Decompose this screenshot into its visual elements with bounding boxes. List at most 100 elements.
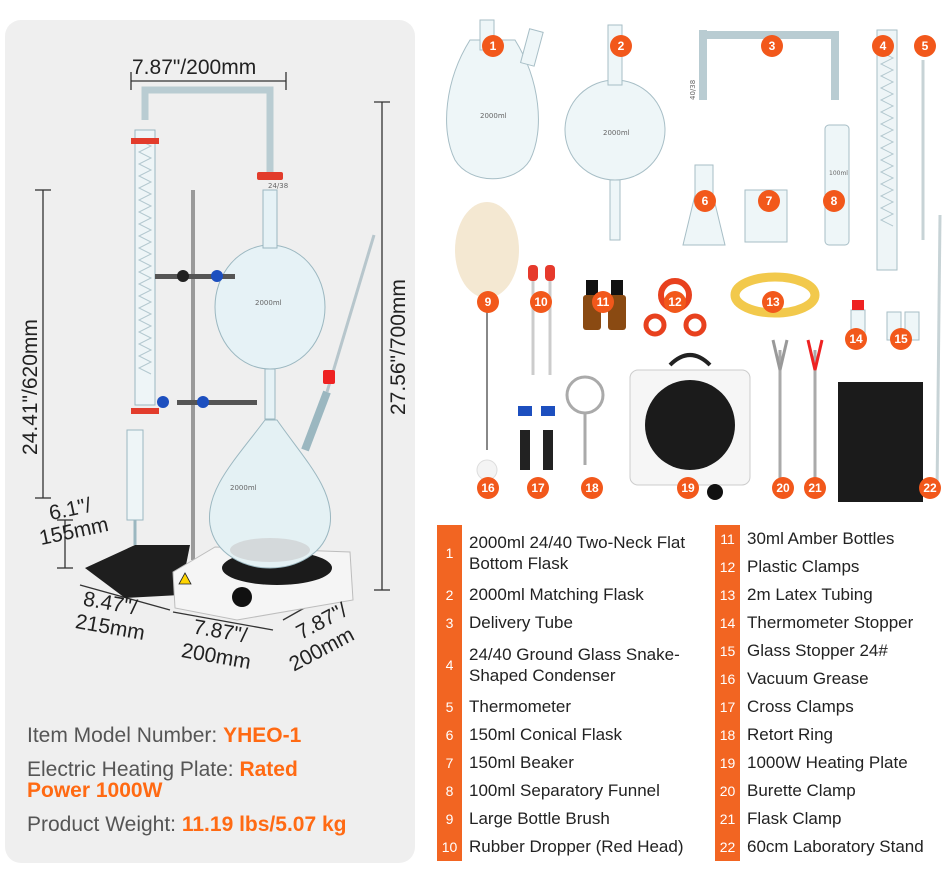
legend-number: 11 <box>715 525 740 553</box>
legend-row-2: 2 2000ml Matching Flask <box>437 581 707 609</box>
model-number-row: Item Model Number: YHEO-1 <box>27 725 415 746</box>
marker-3: 3 <box>761 35 783 57</box>
legend-text: 2000ml Matching Flask <box>469 585 644 605</box>
legend-number: 18 <box>715 721 740 749</box>
heating-plate-value-1: Rated <box>239 758 298 781</box>
legend-row-14: 14 Thermometer Stopper <box>715 609 947 637</box>
legend-text: 60cm Laboratory Stand <box>747 837 924 857</box>
legend-row-22: 22 60cm Laboratory Stand <box>715 833 947 861</box>
legend-number: 4 <box>437 637 462 693</box>
heating-plate-value-2: Power 1000W <box>27 779 163 802</box>
legend-text: 30ml Amber Bottles <box>747 529 895 549</box>
legend-text: 100ml Separatory Funnel <box>469 781 660 801</box>
legend-number: 16 <box>715 665 740 693</box>
marker-19: 19 <box>677 477 699 499</box>
legend-row-10: 10 Rubber Dropper (Red Head) <box>437 833 707 861</box>
flask-bottom-label: 2000ml <box>230 484 257 492</box>
legend-number: 7 <box>437 749 462 777</box>
legend-text: 1000W Heating Plate <box>747 753 908 773</box>
marker-12: 12 <box>664 291 686 313</box>
marker-8: 8 <box>823 190 845 212</box>
marker-17: 17 <box>527 477 549 499</box>
legend-text: 24/40 Ground Glass Snake-Shaped Condense… <box>469 644 680 685</box>
apparatus-illustration: 2000ml 2000ml 24/38 <box>35 72 390 631</box>
legend-text: 2000ml 24/40 Two-Neck Flat Bottom Flask <box>469 532 686 573</box>
legend-number: 1 <box>437 525 462 581</box>
legend-number: 12 <box>715 553 740 581</box>
legend-text: Rubber Dropper (Red Head) <box>469 837 684 857</box>
legend-row-12: 12 Plastic Clamps <box>715 553 947 581</box>
marker-6: 6 <box>694 190 716 212</box>
marker-22: 22 <box>919 477 941 499</box>
weight-value: 11.19 lbs/5.07 kg <box>181 813 347 836</box>
legend-number: 10 <box>437 833 462 861</box>
legend-row-7: 7 150ml Beaker <box>437 749 707 777</box>
legend-number: 9 <box>437 805 462 833</box>
weight-label: Product Weight: <box>27 813 182 836</box>
parts-illustration: 2000ml 2000ml 40/38 100ml <box>446 19 942 502</box>
legend-row-20: 20 Burette Clamp <box>715 777 947 805</box>
heating-plate-row: Electric Heating Plate: Rated Power 1000… <box>27 759 415 801</box>
marker-16: 16 <box>477 477 499 499</box>
legend-number: 19 <box>715 749 740 777</box>
right-height-dimension: 27.56"/700mm <box>387 279 410 415</box>
legend-text: Retort Ring <box>747 725 833 745</box>
legend-number: 20 <box>715 777 740 805</box>
marker-21: 21 <box>804 477 826 499</box>
legend-number: 21 <box>715 805 740 833</box>
legend-number: 6 <box>437 721 462 749</box>
legend-number: 2 <box>437 581 462 609</box>
legend-row-16: 16 Vacuum Grease <box>715 665 947 693</box>
legend-row-17: 17 Cross Clamps <box>715 693 947 721</box>
part3-label: 40/38 <box>689 80 697 100</box>
legend-text: Vacuum Grease <box>747 669 869 689</box>
legend-number: 17 <box>715 693 740 721</box>
heating-plate-label: Electric Heating Plate: <box>27 758 240 781</box>
marker-9: 9 <box>477 291 499 313</box>
legend-text: Thermometer Stopper <box>747 613 914 633</box>
part1-label: 2000ml <box>480 112 507 120</box>
weight-row: Product Weight: 11.19 lbs/5.07 kg <box>27 814 415 835</box>
legend-row-18: 18 Retort Ring <box>715 721 947 749</box>
legend-row-6: 6 150ml Conical Flask <box>437 721 707 749</box>
legend-number: 15 <box>715 637 740 665</box>
marker-10: 10 <box>530 291 552 313</box>
legend-text: 150ml Beaker <box>469 753 574 773</box>
marker-13: 13 <box>762 291 784 313</box>
legend-number: 13 <box>715 581 740 609</box>
legend-text: Large Bottle Brush <box>469 809 610 829</box>
marker-14: 14 <box>845 328 867 350</box>
marker-4: 4 <box>872 35 894 57</box>
legend-number: 3 <box>437 609 462 637</box>
legend-number: 8 <box>437 777 462 805</box>
marker-20: 20 <box>772 477 794 499</box>
legend-number: 5 <box>437 693 462 721</box>
product-specs: Item Model Number: YHEO-1 Electric Heati… <box>27 725 415 848</box>
marker-1: 1 <box>482 35 504 57</box>
legend-number: 14 <box>715 609 740 637</box>
top-width-dimension: 7.87"/200mm <box>132 56 257 79</box>
legend-text: 150ml Conical Flask <box>469 725 623 745</box>
legend-text: Plastic Clamps <box>747 557 860 577</box>
part2-label: 2000ml <box>603 129 630 137</box>
legend-number: 22 <box>715 833 740 861</box>
marker-15: 15 <box>890 328 912 350</box>
assembled-apparatus-panel: 2000ml 2000ml 24/38 7.87"/200mm 24.41"/6… <box>5 20 415 863</box>
legend-row-9: 9 Large Bottle Brush <box>437 805 707 833</box>
legend-row-19: 19 1000W Heating Plate <box>715 749 947 777</box>
legend-row-11: 11 30ml Amber Bottles <box>715 525 947 553</box>
legend-row-8: 8 100ml Separatory Funnel <box>437 777 707 805</box>
legend-text: Cross Clamps <box>747 697 854 717</box>
legend-text: Burette Clamp <box>747 781 856 801</box>
model-number-label: Item Model Number: <box>27 724 224 747</box>
model-number-value: YHEO-1 <box>223 724 302 747</box>
marker-18: 18 <box>581 477 603 499</box>
